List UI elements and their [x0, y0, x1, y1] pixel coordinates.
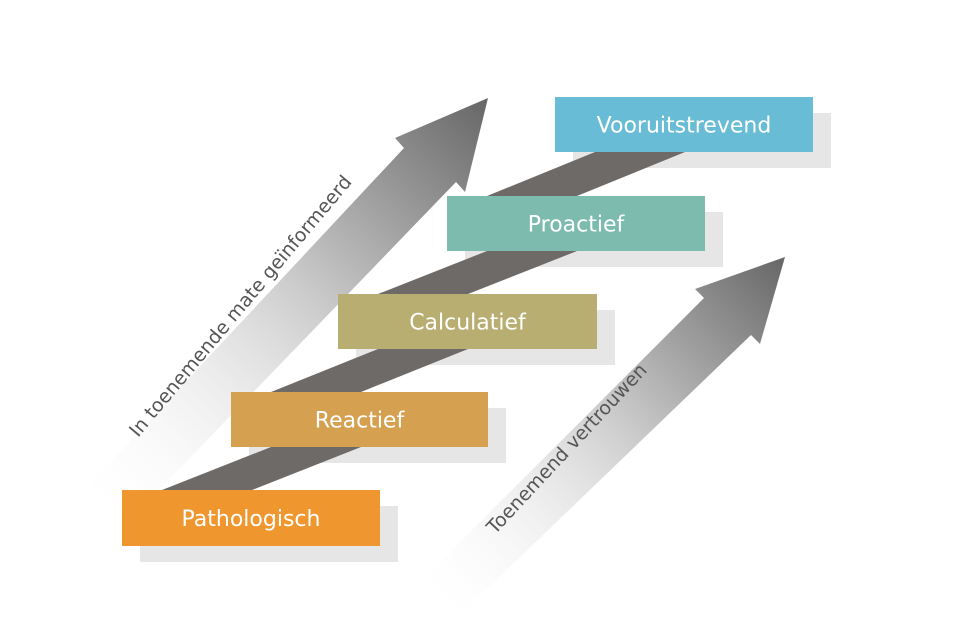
- step-box-4: [447, 196, 705, 251]
- step-connector: [378, 251, 577, 294]
- steps-group: Pathologisch Reactief Calculatief Proactief…: [122, 97, 831, 562]
- left-arrow-shape: [90, 98, 488, 520]
- step-label-4: Proactief: [528, 213, 626, 238]
- step-box-3: [338, 294, 597, 349]
- step-connector: [487, 152, 685, 196]
- step-box-1: [122, 490, 380, 546]
- step-label-1: Pathologisch: [182, 507, 321, 532]
- step-label-3: Calculatief: [409, 311, 527, 336]
- step-label-2: Reactief: [315, 409, 406, 434]
- step-box-5: [555, 97, 813, 152]
- step-connector: [271, 349, 468, 392]
- step-label-5: Vooruitstrevend: [597, 114, 772, 139]
- step-connector: [162, 447, 361, 490]
- right-arrow-shape: [425, 257, 785, 610]
- step-box-2: [231, 392, 488, 447]
